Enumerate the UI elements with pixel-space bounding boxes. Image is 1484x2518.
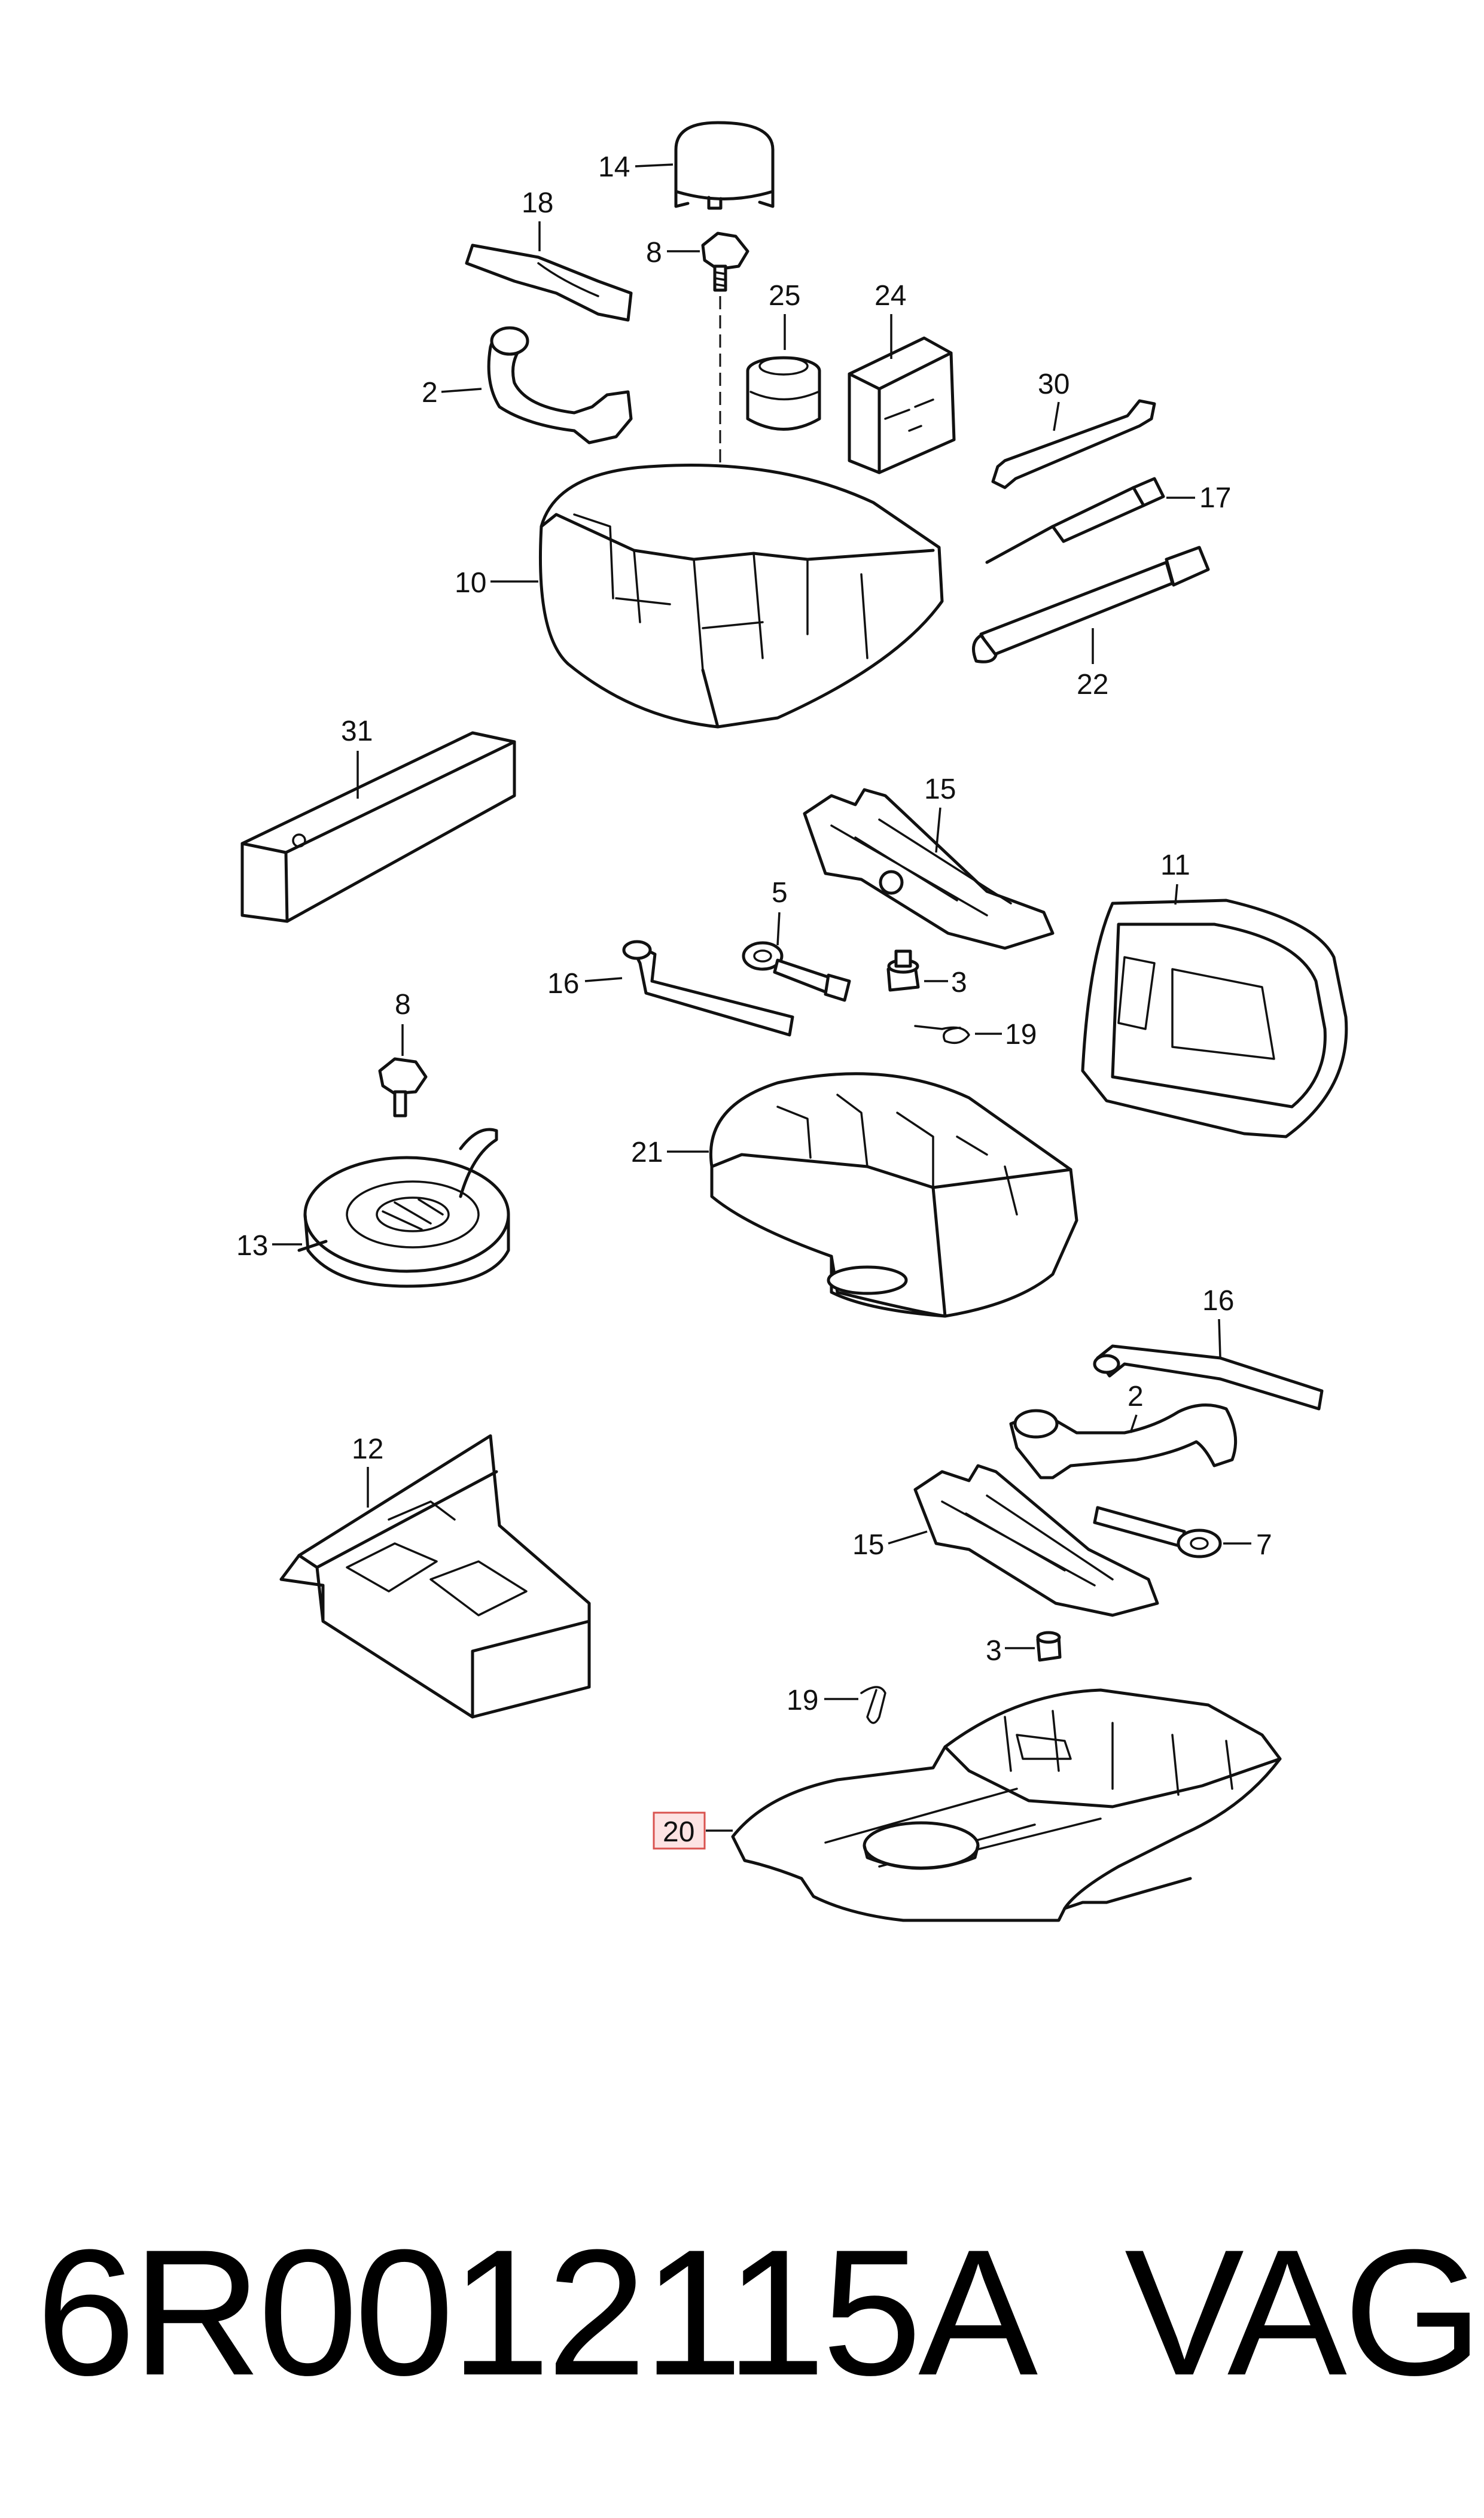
callout-16-lower: 16: [1202, 1285, 1234, 1357]
callout-11: 11: [1160, 850, 1190, 905]
part-2-lug-wrench: [487, 326, 633, 444]
svg-text:25: 25: [769, 280, 800, 312]
part-5-towing-eye: [742, 941, 851, 1002]
callout-17: 17: [1166, 482, 1231, 514]
part-12-foam-block: [279, 1434, 591, 1719]
callout-13: 13: [236, 1230, 302, 1262]
svg-text:16: 16: [1202, 1285, 1234, 1317]
svg-text:16: 16: [547, 968, 579, 1000]
svg-text:14: 14: [598, 151, 630, 183]
part-2-lug-wrench-lower: [1009, 1403, 1238, 1479]
callout-21: 21: [631, 1137, 709, 1168]
svg-text:10: 10: [455, 567, 486, 599]
svg-text:22: 22: [1077, 669, 1108, 701]
callout-18: 18: [522, 187, 553, 251]
svg-text:2: 2: [422, 377, 438, 409]
callout-2-lower: 2: [1128, 1381, 1144, 1433]
part-22-wheel-brace: [972, 546, 1210, 663]
part-11-foam-insert: [1081, 899, 1348, 1138]
callout-25: 25: [769, 280, 800, 350]
part-16-crank-rod-top: [622, 940, 794, 1037]
svg-text:12: 12: [352, 1433, 383, 1465]
callout-5: 5: [772, 877, 788, 946]
svg-text:30: 30: [1038, 369, 1069, 400]
callout-15-top: 15: [924, 774, 956, 853]
callout-12: 12: [352, 1433, 383, 1508]
callout-3-top: 3: [924, 967, 967, 998]
svg-text:8: 8: [395, 989, 411, 1021]
part-3-bolt-lower: [1036, 1631, 1062, 1662]
brand-label: VAG: [1125, 2212, 1483, 2413]
svg-text:2: 2: [1128, 1381, 1144, 1412]
svg-text:19: 19: [787, 1685, 818, 1716]
callout-8-lower: 8: [395, 989, 411, 1056]
callout-8-top: 8: [646, 237, 700, 269]
part-13-spare-tyre: [297, 1128, 510, 1288]
svg-text:8: 8: [646, 237, 662, 269]
part-7-eye-bolt: [1093, 1506, 1222, 1558]
part-19-spring-clip-lower: [860, 1686, 886, 1724]
part-31-foam-block: [240, 731, 516, 923]
callout-15-lower: 15: [852, 1529, 928, 1561]
callout-22: 22: [1077, 628, 1108, 701]
callout-3-lower: 3: [986, 1635, 1035, 1667]
part-30-open-wrench: [991, 399, 1156, 489]
svg-text:18: 18: [522, 187, 553, 219]
svg-text:15: 15: [924, 774, 956, 805]
part-18-strap: [465, 243, 633, 322]
part-17-screwdriver: [985, 477, 1165, 564]
part-21-tray: [709, 1072, 1078, 1318]
callout-24: 24: [874, 280, 906, 359]
part-8-wing-bolt: [701, 232, 749, 292]
callout-7: 7: [1223, 1529, 1272, 1561]
callout-16-top: 16: [547, 968, 623, 1000]
part-10-tool-tray: [539, 464, 944, 729]
part-15-jack-top: [803, 788, 1055, 950]
svg-text:3: 3: [951, 967, 967, 998]
svg-text:31: 31: [341, 715, 373, 747]
svg-text:5: 5: [772, 877, 788, 909]
callout-10: 10: [455, 567, 538, 599]
callout-2-top: 2: [422, 377, 482, 409]
part-19-spring-clip: [914, 1025, 970, 1045]
callout-20[interactable]: 20: [653, 1811, 733, 1850]
callout-30: 30: [1038, 369, 1069, 431]
svg-text:19: 19: [1005, 1019, 1037, 1051]
svg-text:7: 7: [1256, 1529, 1272, 1561]
callout-20-highlight: [653, 1811, 706, 1850]
svg-text:15: 15: [852, 1529, 884, 1561]
part-25-container: [746, 356, 821, 431]
part-15-jack-lower: [913, 1464, 1159, 1617]
callout-19-top: 19: [975, 1019, 1037, 1051]
callout-19-lower: 19: [787, 1685, 858, 1716]
part-16-crank-rod-lower: [1093, 1344, 1324, 1411]
svg-text:13: 13: [236, 1230, 268, 1262]
svg-text:17: 17: [1199, 482, 1231, 514]
part-14-cap: [674, 121, 775, 210]
svg-text:21: 21: [631, 1137, 663, 1168]
part-24-box: [848, 336, 956, 474]
part-3-bolt-top: [886, 949, 920, 992]
part-8-wing-bolt-lower: [378, 1057, 428, 1118]
svg-text:24: 24: [874, 280, 906, 312]
footer: 6R0012115A VAG: [36, 2212, 1483, 2413]
svg-text:3: 3: [986, 1635, 1002, 1667]
part-20-floor-cover: [731, 1688, 1282, 1922]
svg-text:11: 11: [1160, 850, 1190, 881]
part-number: 6R0012115A: [36, 2212, 1038, 2413]
callout-14: 14: [598, 151, 674, 183]
svg-text:20: 20: [663, 1816, 694, 1848]
callout-31: 31: [341, 715, 373, 799]
